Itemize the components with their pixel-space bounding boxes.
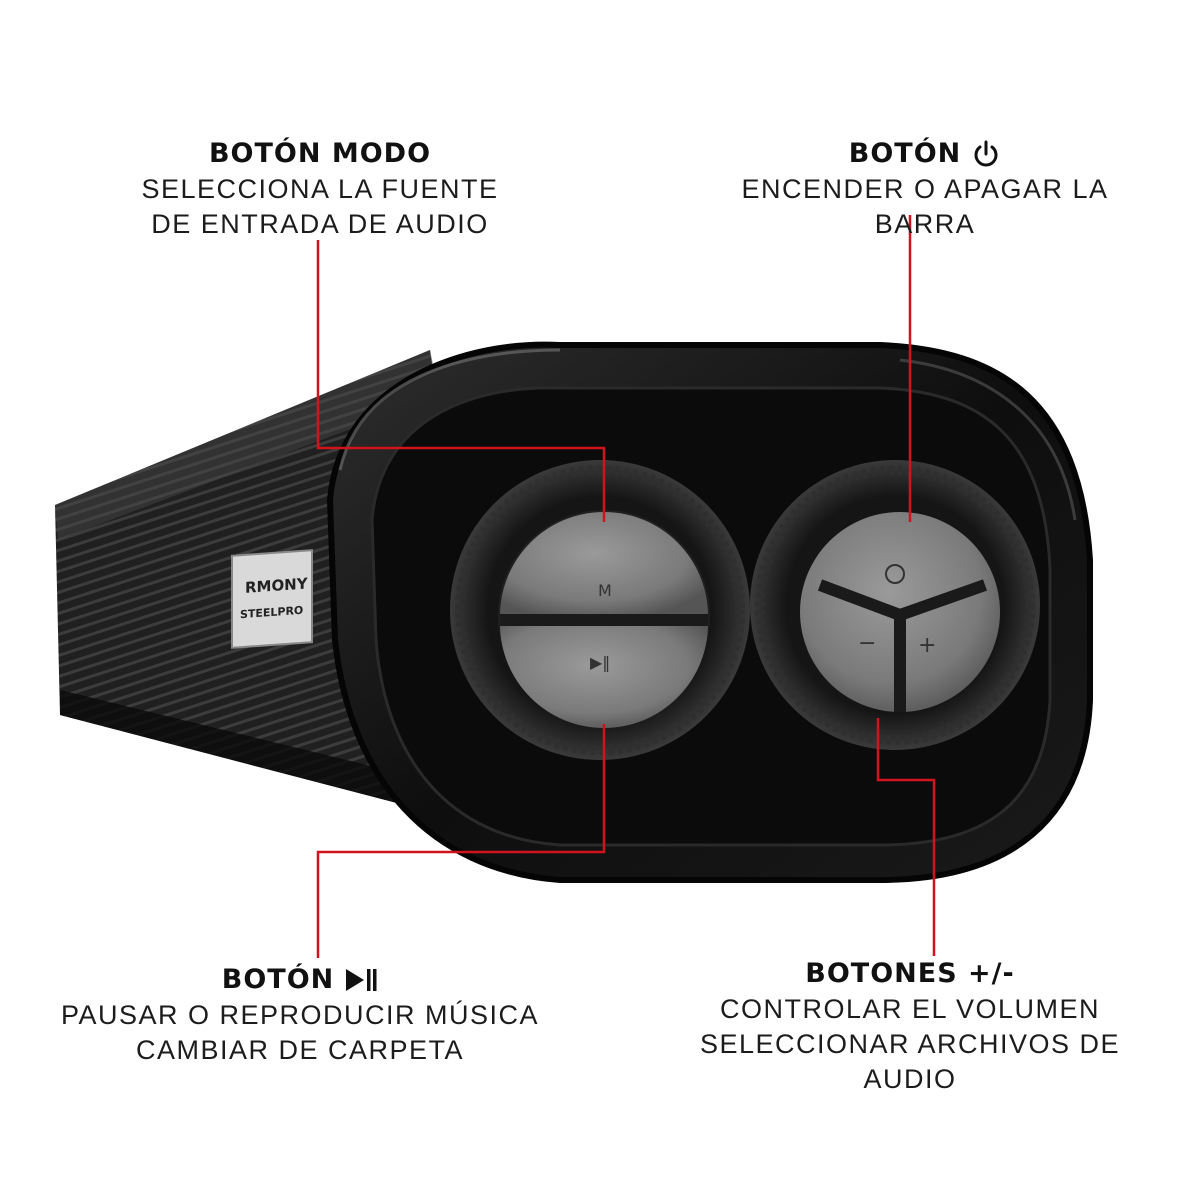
svg-text:−: − xyxy=(858,631,876,656)
callout-mode-line-1: SELECCIONA LA FUENTE xyxy=(141,174,499,204)
callout-power-line-1: ENCENDER O APAGAR LA BARRA xyxy=(741,174,1109,239)
callout-volume-line-2: SELECCIONAR ARCHIVOS DE AUDIO xyxy=(699,1029,1121,1094)
power-button[interactable] xyxy=(885,564,905,584)
callout-play-title: BOTÓN xyxy=(221,964,335,995)
callout-mode-button: BOTÓN MODO SELECCIONA LA FUENTE DE ENTRA… xyxy=(110,136,530,242)
play-pause-button[interactable]: ▶‖ xyxy=(500,624,708,728)
power-icon xyxy=(974,140,998,167)
power-volume-button-group: − + xyxy=(750,460,1040,750)
volume-down-button[interactable]: − xyxy=(858,631,876,656)
svg-text:M: M xyxy=(598,581,612,600)
callout-play-line-2: CAMBIAR DE CARPETA xyxy=(135,1035,465,1065)
svg-text:▶‖: ▶‖ xyxy=(590,653,610,672)
callout-mode-line-2: DE ENTRADA DE AUDIO xyxy=(151,209,489,239)
callout-power-button: BOTÓN ENCENDER O APAGAR LA BARRA xyxy=(690,136,1160,242)
mode-button[interactable]: M xyxy=(500,512,708,616)
svg-text:+: + xyxy=(918,633,936,658)
callout-play-pause-button: BOTÓN PAUSAR O REPRODUCIR MÚSICA CAMBIAR… xyxy=(60,962,540,1068)
play-pause-icon xyxy=(346,969,377,991)
mode-play-button-group: M ▶‖ xyxy=(450,460,750,760)
callout-play-line-1: PAUSAR O REPRODUCIR MÚSICA xyxy=(60,1000,540,1030)
leader-line-volume xyxy=(876,718,936,956)
brand-logo: RMONY STEELPRO xyxy=(231,549,313,649)
callout-volume-buttons: BOTONES +/- CONTROLAR EL VOLUMEN SELECCI… xyxy=(650,956,1170,1097)
brand-logo-line-1: RMONY xyxy=(245,574,309,596)
callout-volume-line-1: CONTROLAR EL VOLUMEN xyxy=(719,994,1101,1024)
callout-power-title: BOTÓN xyxy=(848,138,962,169)
volume-up-button[interactable]: + xyxy=(918,633,936,658)
callout-mode-title: BOTÓN MODO xyxy=(208,138,432,169)
callout-power-title-row: BOTÓN xyxy=(690,136,1160,172)
leader-lines xyxy=(316,215,936,958)
callout-volume-title: BOTONES +/- xyxy=(805,958,1015,989)
brand-logo-line-2: STEELPRO xyxy=(240,604,303,621)
leader-line-mode xyxy=(316,240,606,522)
leader-line-play xyxy=(316,724,606,958)
callout-play-title-row: BOTÓN xyxy=(60,962,540,998)
